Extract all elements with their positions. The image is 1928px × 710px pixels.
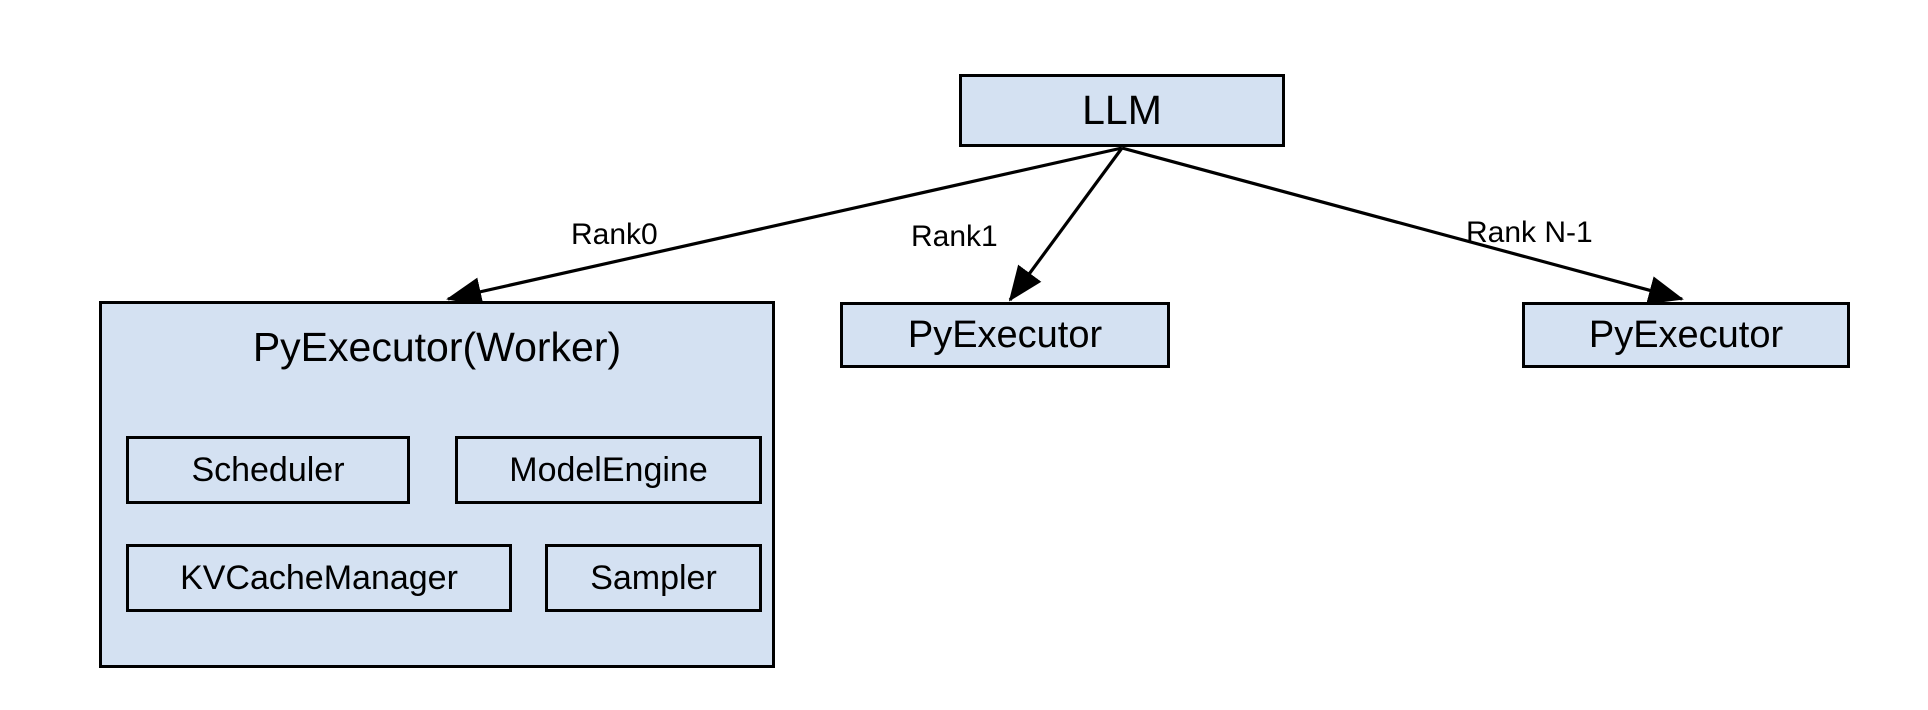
node-model-engine[interactable]: ModelEngine (455, 436, 762, 504)
node-pyexecutor-rankn-label: PyExecutor (1588, 314, 1784, 356)
node-kv-cache-manager[interactable]: KVCacheManager (126, 544, 512, 612)
edge-label-rank1: Rank1 (911, 220, 998, 253)
edge-label-rank0: Rank0 (571, 218, 658, 251)
edge-llm-to-executor-rank1 (1008, 147, 1124, 302)
node-model-engine-label: ModelEngine (509, 451, 708, 489)
node-llm[interactable]: LLM (959, 74, 1285, 147)
node-llm-label: LLM (1082, 87, 1162, 133)
node-pyexecutor-rank1[interactable]: PyExecutor (840, 302, 1170, 368)
node-sampler-label: Sampler (590, 559, 717, 597)
node-kv-cache-manager-label: KVCacheManager (180, 559, 458, 597)
edge-label-rank-n-minus-1: Rank N-1 (1466, 216, 1593, 249)
node-pyexecutor-rank1-label: PyExecutor (907, 314, 1103, 356)
edge-llm-to-worker (446, 146, 1123, 306)
node-sampler[interactable]: Sampler (545, 544, 762, 612)
edge-llm-to-executor-rankn (1121, 146, 1684, 305)
node-scheduler[interactable]: Scheduler (126, 436, 410, 504)
node-scheduler-label: Scheduler (191, 451, 345, 489)
node-pyexecutor-rankn[interactable]: PyExecutor (1522, 302, 1850, 368)
node-pyexecutor-worker-label: PyExecutor(Worker) (252, 324, 622, 370)
